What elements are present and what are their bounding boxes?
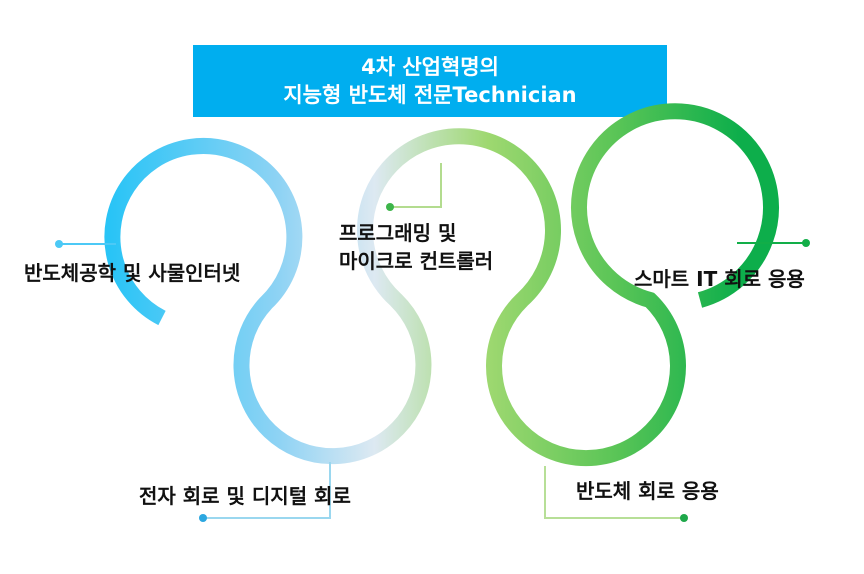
node-label-electronic-digital-circuits: 전자 회로 및 디지털 회로 (139, 484, 351, 508)
connector-4 (544, 466, 688, 522)
title-banner: 4차 산업혁명의 지능형 반도체 전문Technician (193, 45, 667, 117)
node-label-semiconductor-iot: 반도체공학 및 사물인터넷 (24, 261, 241, 285)
connector-5 (737, 239, 810, 247)
node-label-programming-line2: 마이크로 컨트롤러 (339, 249, 494, 273)
connector-3 (386, 163, 442, 211)
node-label-programming-line1: 프로그래밍 및 (339, 221, 457, 245)
title-line-2: 지능형 반도체 전문Technician (283, 83, 577, 107)
node-label-smart-it-circuit-application: 스마트 IT 회로 응용 (634, 267, 805, 291)
connector-2 (199, 462, 331, 522)
title-line-1: 4차 산업혁명의 (361, 55, 499, 79)
connector-1 (55, 240, 116, 248)
flow-band (104, 103, 779, 467)
node-label-semiconductor-circuit-application: 반도체 회로 응용 (576, 479, 719, 503)
